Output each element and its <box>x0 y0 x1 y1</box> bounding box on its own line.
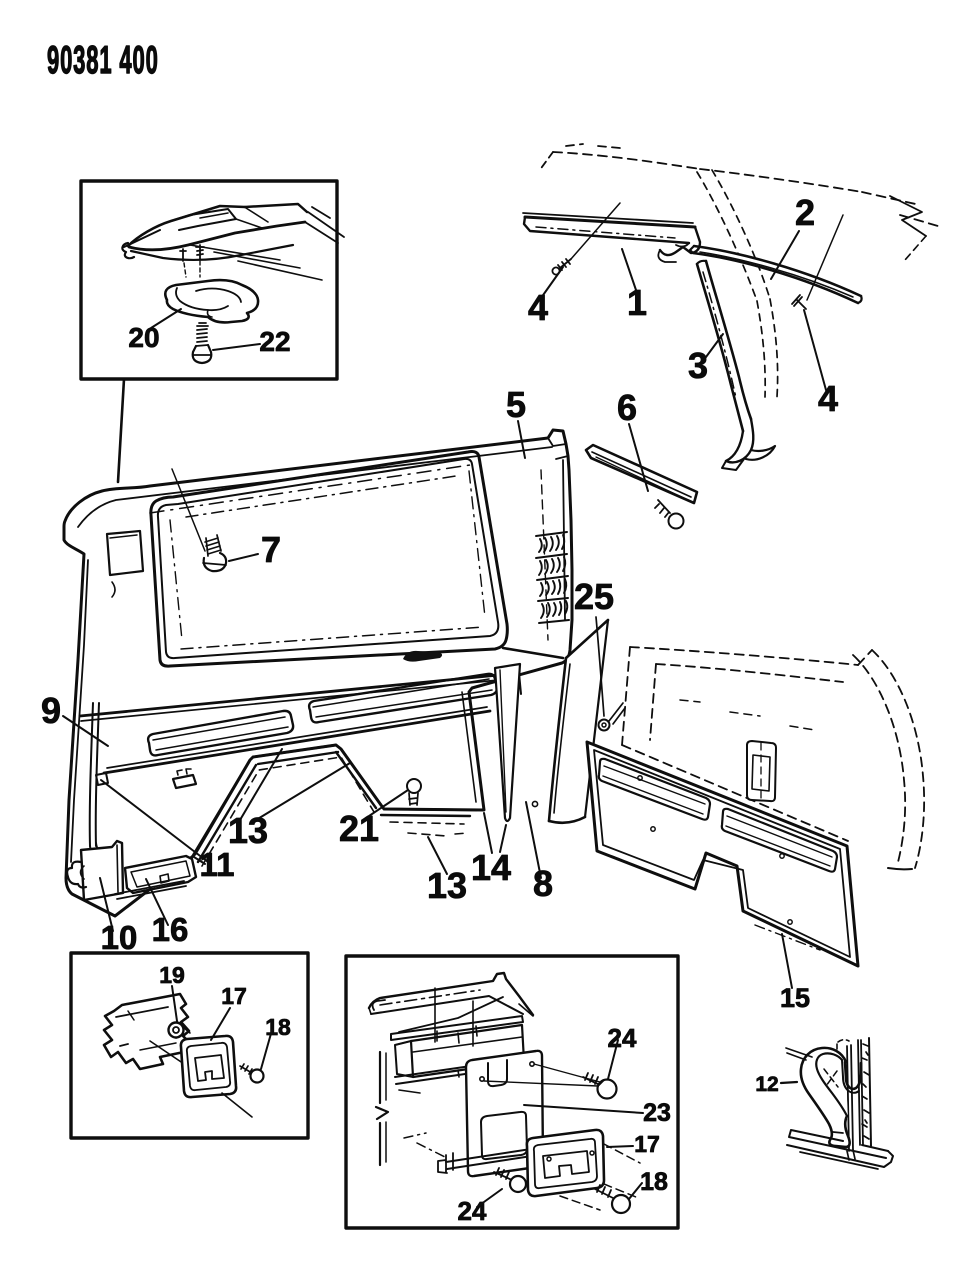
svg-text:13: 13 <box>228 810 268 851</box>
svg-text:1: 1 <box>627 282 647 323</box>
svg-text:11: 11 <box>200 846 235 883</box>
svg-text:23: 23 <box>643 1099 671 1127</box>
svg-text:12: 12 <box>755 1073 778 1096</box>
svg-text:15: 15 <box>780 983 810 1013</box>
svg-text:6: 6 <box>617 387 637 428</box>
svg-text:10: 10 <box>101 919 138 956</box>
svg-text:18: 18 <box>265 1014 291 1040</box>
svg-text:22: 22 <box>259 326 290 357</box>
svg-text:7: 7 <box>261 529 281 570</box>
svg-text:24: 24 <box>608 1023 637 1053</box>
svg-text:16: 16 <box>152 911 189 948</box>
svg-text:2: 2 <box>795 192 815 233</box>
svg-text:13: 13 <box>427 865 467 906</box>
svg-text:25: 25 <box>574 576 614 617</box>
svg-text:17: 17 <box>221 983 247 1009</box>
svg-text:24: 24 <box>458 1196 487 1226</box>
svg-text:8: 8 <box>533 863 553 904</box>
svg-text:20: 20 <box>128 322 159 353</box>
svg-text:3: 3 <box>688 345 708 386</box>
svg-text:9: 9 <box>41 690 61 731</box>
svg-text:14: 14 <box>471 847 511 888</box>
svg-text:5: 5 <box>506 384 526 425</box>
svg-text:90381 400: 90381 400 <box>47 37 159 81</box>
svg-text:17: 17 <box>634 1131 660 1157</box>
svg-text:18: 18 <box>640 1168 668 1196</box>
svg-text:4: 4 <box>528 287 548 328</box>
svg-text:21: 21 <box>339 808 379 849</box>
svg-text:19: 19 <box>159 962 185 988</box>
svg-text:4: 4 <box>818 378 838 419</box>
